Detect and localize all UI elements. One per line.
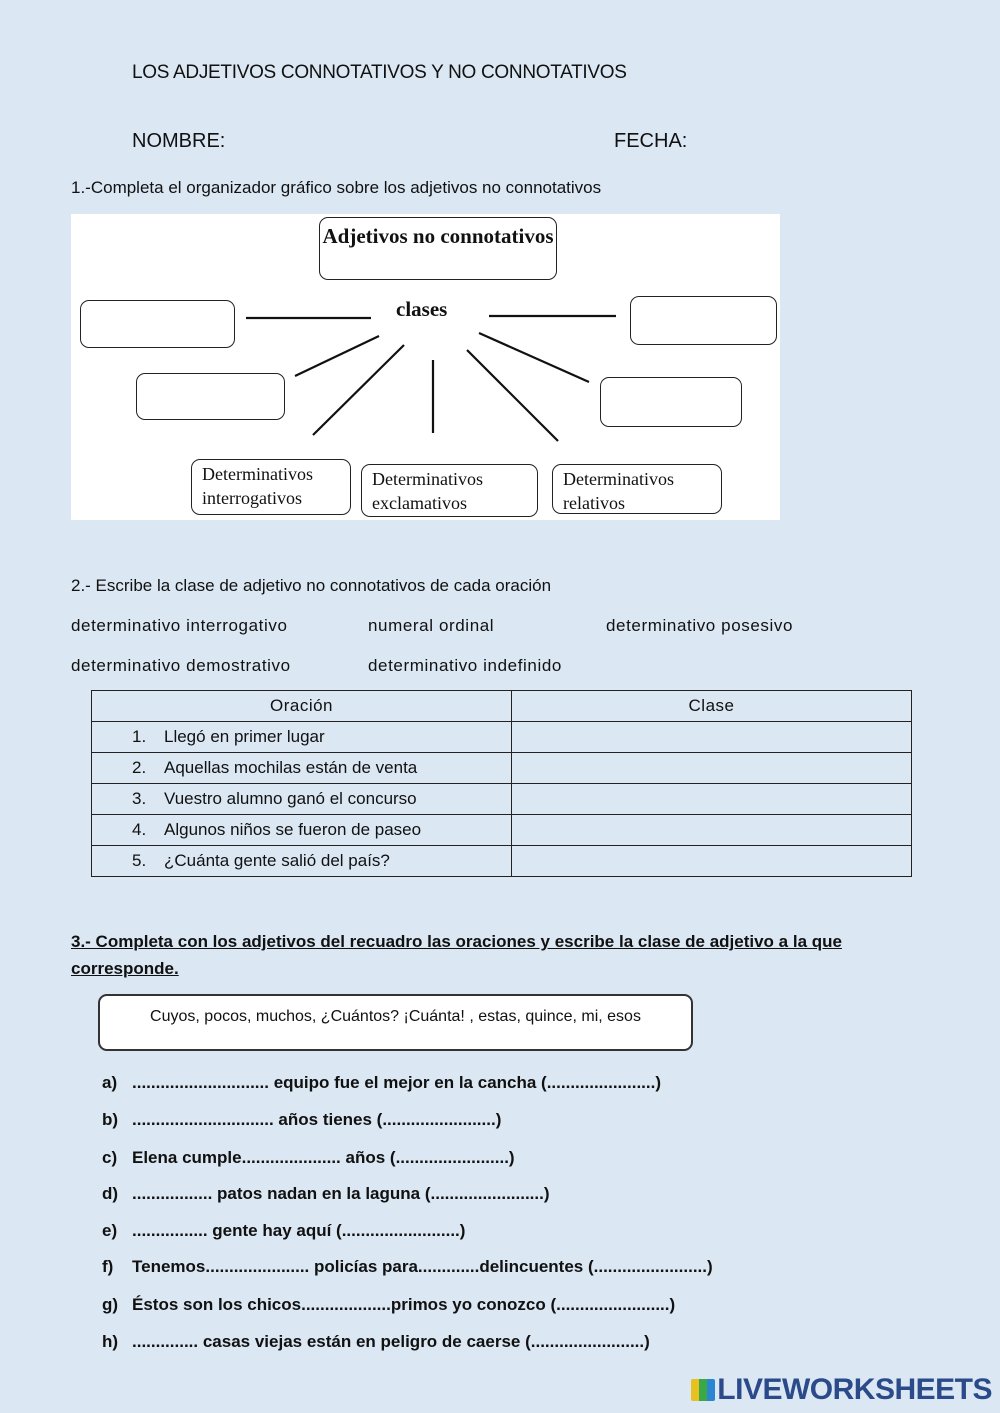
worksheet-title: LOS ADJETIVOS CONNOTATIVOS Y NO CONNOTAT… <box>132 62 627 83</box>
graphic-organizer: Adjetivos no connotativos clases Determi… <box>71 214 780 520</box>
item-text: Éstos son los chicos...................p… <box>132 1295 676 1314</box>
option-item: numeral ordinal <box>368 616 495 635</box>
item-letter: e) <box>102 1221 118 1240</box>
table-row: 4. Algunos niños se fueron de paseo <box>91 814 912 846</box>
connector-lines <box>246 314 616 442</box>
diagram-center-label: clases <box>396 297 448 321</box>
question-2-instruction: 2.- Escribe la clase de adjetivo no conn… <box>71 576 552 595</box>
answer-cell[interactable] <box>511 814 912 846</box>
table-row: 5. ¿Cuánta gente salió del país? <box>91 845 912 877</box>
row-number: 5. <box>132 851 147 870</box>
question-1-instruction: 1.-Completa el organizador gráfico sobre… <box>71 178 602 197</box>
item-text: Tenemos...................... policías p… <box>132 1257 713 1276</box>
exercise-item: b) .............................. años ti… <box>102 1110 501 1130</box>
question-3-instruction: 3.- Completa con los adjetivos del recua… <box>71 932 842 978</box>
column-header-oracion: Oración <box>91 690 512 722</box>
table-row: 1. Llegó en primer lugar <box>91 721 912 753</box>
logo-text: LIVEWORKSHEETS <box>717 1373 992 1406</box>
answer-cell[interactable] <box>511 721 912 753</box>
row-number: 1. <box>132 727 147 746</box>
exercise-item: e) ................ gente hay aquí (.....… <box>102 1221 465 1241</box>
liveworksheets-logo: LIVEWORKSHEETS <box>691 1373 992 1407</box>
item-letter: c) <box>102 1148 118 1167</box>
item-text: ................ gente hay aquí (.......… <box>132 1221 466 1240</box>
logo-icon <box>691 1379 716 1401</box>
answer-cell[interactable] <box>511 752 912 784</box>
item-letter: a) <box>102 1073 118 1092</box>
item-text: ................. patos nadan en la lagu… <box>132 1184 550 1203</box>
row-number: 3. <box>132 789 147 808</box>
exercise-item: d) ................. patos nadan en la la… <box>102 1184 550 1204</box>
row-sentence: Vuestro alumno ganó el concurso <box>164 789 417 808</box>
option-item: determinativo demostrativo <box>71 656 291 675</box>
box-determinativos-relativos: Determinativos relativos <box>552 464 722 514</box>
item-letter: d) <box>102 1184 119 1203</box>
exercise-item: c) Elena cumple..................... años… <box>102 1148 515 1168</box>
blank-box-left-middle[interactable] <box>136 373 285 420</box>
item-letter: h) <box>102 1332 119 1351</box>
row-sentence: Aquellas mochilas están de venta <box>164 758 418 777</box>
exercise-item: h) .............. casas viejas están en p… <box>102 1332 650 1352</box>
name-label: NOMBRE: <box>132 130 226 152</box>
diagram-title-box: Adjetivos no connotativos <box>319 217 557 280</box>
item-text: .............................. años tien… <box>132 1110 502 1129</box>
row-number: 4. <box>132 820 147 839</box>
item-text: Elena cumple..................... años (… <box>132 1148 515 1167</box>
item-letter: g) <box>102 1295 119 1314</box>
box-determinativos-interrogativos: Determinativos interrogativos <box>191 459 351 515</box>
date-label: FECHA: <box>614 130 688 152</box>
row-sentence: Llegó en primer lugar <box>164 727 325 746</box>
exercise-item: a) ............................. equipo f… <box>102 1073 661 1093</box>
blank-box-right-top[interactable] <box>630 296 777 345</box>
exercise-item: f) Tenemos...................... policías… <box>102 1257 713 1277</box>
table-row: 3. Vuestro alumno ganó el concurso <box>91 783 912 815</box>
column-header-clase: Clase <box>511 690 912 722</box>
item-letter: b) <box>102 1110 119 1129</box>
item-text: ............................. equipo fue… <box>132 1073 662 1092</box>
option-item: determinativo posesivo <box>606 616 794 635</box>
row-sentence: Algunos niños se fueron de paseo <box>164 820 422 839</box>
exercise-item: g) Éstos son los chicos..................… <box>102 1295 675 1315</box>
item-text: .............. casas viejas están en pel… <box>132 1332 650 1351</box>
answer-cell[interactable] <box>511 783 912 815</box>
option-item: determinativo interrogativo <box>71 616 288 635</box>
box-determinativos-exclamativos: Determinativos exclamativos <box>361 464 538 517</box>
classification-table: Oración Clase 1. Llegó en primer lugar 2.… <box>91 690 912 877</box>
blank-box-right-middle[interactable] <box>600 377 742 427</box>
word-bank-box: Cuyos, pocos, muchos, ¿Cuántos? ¡Cuánta!… <box>98 994 693 1051</box>
row-sentence: ¿Cuánta gente salió del país? <box>164 851 390 870</box>
blank-box-left-top[interactable] <box>80 300 235 348</box>
table-row: 2. Aquellas mochilas están de venta <box>91 752 912 784</box>
answer-cell[interactable] <box>511 845 912 877</box>
row-number: 2. <box>132 758 147 777</box>
item-letter: f) <box>102 1257 114 1276</box>
option-item: determinativo indefinido <box>368 656 562 675</box>
